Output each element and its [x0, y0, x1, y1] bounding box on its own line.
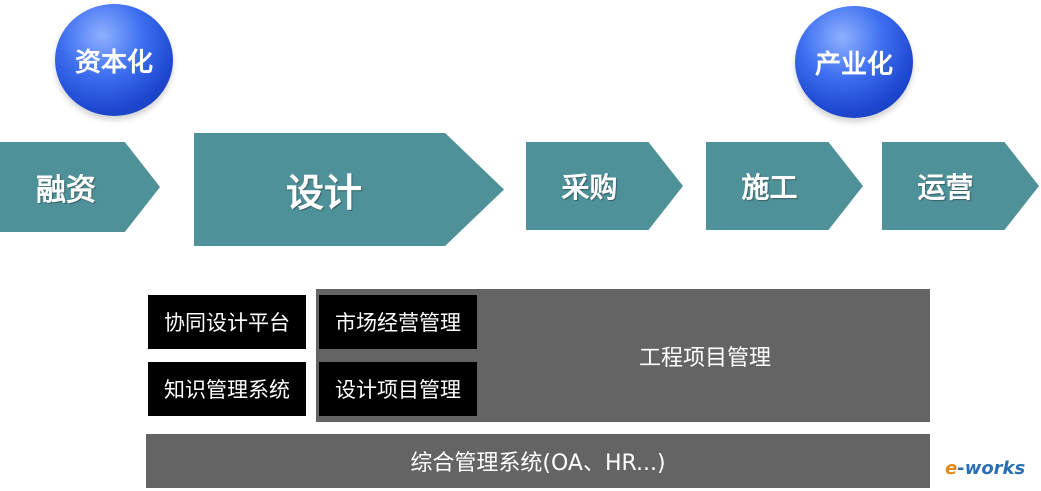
stage-arrow-financing: 融资	[0, 142, 160, 232]
market-mgmt-label: 市场经营管理	[335, 311, 461, 335]
stage-arrow-construction: 施工	[706, 142, 863, 230]
watermark-prefix: e	[945, 458, 958, 479]
capitalization-label: 资本化	[74, 47, 153, 78]
stage-label: 融资	[36, 173, 96, 208]
integrated-mgmt-system-box: 综合管理系统(OA、HR...)	[146, 434, 930, 488]
knowledge-mgmt-box: 知识管理系统	[148, 362, 306, 416]
engineering-project-mgmt-label: 工程项目管理	[638, 345, 771, 371]
integrated-mgmt-system-label: 综合管理系统(OA、HR...)	[410, 451, 666, 476]
collab-design-platform-label: 协同设计平台	[164, 311, 290, 335]
design-project-mgmt-box: 设计项目管理	[319, 362, 477, 416]
stage-arrow-design: 设计	[194, 133, 504, 246]
stage-label: 设计	[285, 171, 362, 215]
market-mgmt-box: 市场经营管理	[319, 295, 477, 349]
stage-label: 运营	[917, 171, 974, 204]
knowledge-mgmt-label: 知识管理系统	[164, 378, 290, 402]
eworks-watermark: e-works	[945, 458, 1025, 479]
watermark-suffix: -works	[957, 458, 1026, 479]
stage-arrow-operation: 运营	[882, 142, 1039, 230]
stage-arrow-procurement: 采购	[526, 142, 683, 230]
industrialization-circle: 产业化	[795, 6, 913, 118]
design-project-mgmt-label: 设计项目管理	[335, 378, 461, 402]
stage-label: 施工	[741, 171, 798, 204]
collab-design-platform-box: 协同设计平台	[148, 295, 306, 349]
stage-label: 采购	[561, 171, 618, 204]
capitalization-circle: 资本化	[55, 4, 173, 116]
industrialization-label: 产业化	[814, 49, 893, 80]
